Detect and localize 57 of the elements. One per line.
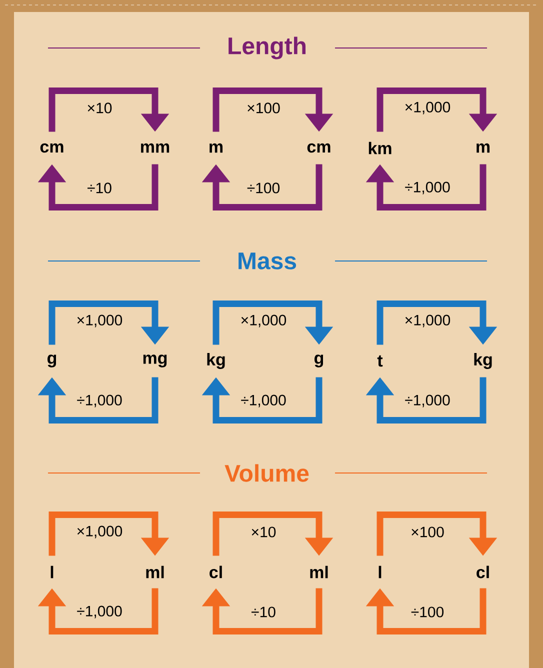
unit-label: km	[368, 142, 392, 154]
conversion-arrow	[212, 300, 334, 345]
conversion-arrow	[38, 164, 158, 210]
unit-label: g	[48, 354, 56, 368]
edge-label: ÷1,000	[405, 182, 450, 194]
edge-label: ÷1,000	[241, 394, 286, 408]
section-heading: Length	[228, 36, 306, 60]
conversion-arrow	[38, 588, 158, 634]
edge-label: ÷1,000	[77, 394, 122, 408]
edge-label: ×100	[412, 526, 444, 538]
conversion-arrow	[376, 300, 498, 345]
conversion-arrow	[366, 377, 486, 424]
conversion-arrow	[366, 164, 486, 210]
conversion-arrow	[48, 300, 170, 345]
edge-label: ÷1,000	[405, 394, 450, 408]
edge-label: ÷100	[411, 606, 444, 618]
unit-label: m	[210, 143, 223, 153]
unit-label: cl	[476, 566, 489, 578]
conversion-arrow	[366, 588, 486, 634]
edge-label: ×1,000	[241, 314, 286, 328]
unit-label: kg	[207, 353, 225, 369]
edge-label: ×100	[248, 102, 280, 114]
edge-label: ÷10	[88, 182, 112, 194]
conversion-arrow	[48, 88, 170, 132]
conversion-arrow	[212, 512, 334, 556]
unit-label: l	[378, 566, 382, 578]
conversion-arrow	[202, 164, 322, 210]
unit-label: g	[314, 354, 324, 368]
unit-label: kg	[474, 353, 492, 369]
edge-label: ÷10	[252, 606, 276, 618]
edge-label: ÷1,000	[77, 606, 122, 618]
unit-label: cm	[40, 143, 64, 153]
conversion-arrow	[38, 377, 158, 424]
edge-label: ÷100	[247, 182, 280, 194]
edge-label: ×1,000	[405, 102, 450, 114]
conversion-arrow	[202, 588, 322, 634]
conversion-arrow	[376, 88, 498, 132]
unit-label: m	[476, 143, 490, 153]
edge-label: ×10	[252, 526, 276, 538]
unit-label: mg	[143, 354, 167, 368]
conversion-arrow	[212, 88, 334, 132]
conversion-arrow	[202, 377, 322, 424]
edge-label: ×1,000	[77, 314, 122, 328]
section-heading: Volume	[224, 464, 309, 482]
unit-label: cm	[307, 143, 330, 153]
section-heading: Mass	[238, 252, 296, 270]
edge-label: ×1,000	[405, 314, 450, 328]
unit-label: ml	[146, 566, 164, 578]
unit-label: cl	[210, 566, 222, 578]
unit-label: t	[377, 355, 383, 367]
edge-label: ×1,000	[77, 526, 122, 538]
unit-label: l	[50, 566, 54, 578]
unit-label: ml	[310, 566, 328, 578]
conversion-arrow	[376, 512, 498, 556]
unit-label: mm	[141, 143, 170, 153]
edge-label: ×10	[88, 102, 112, 114]
conversion-arrow	[48, 512, 170, 556]
